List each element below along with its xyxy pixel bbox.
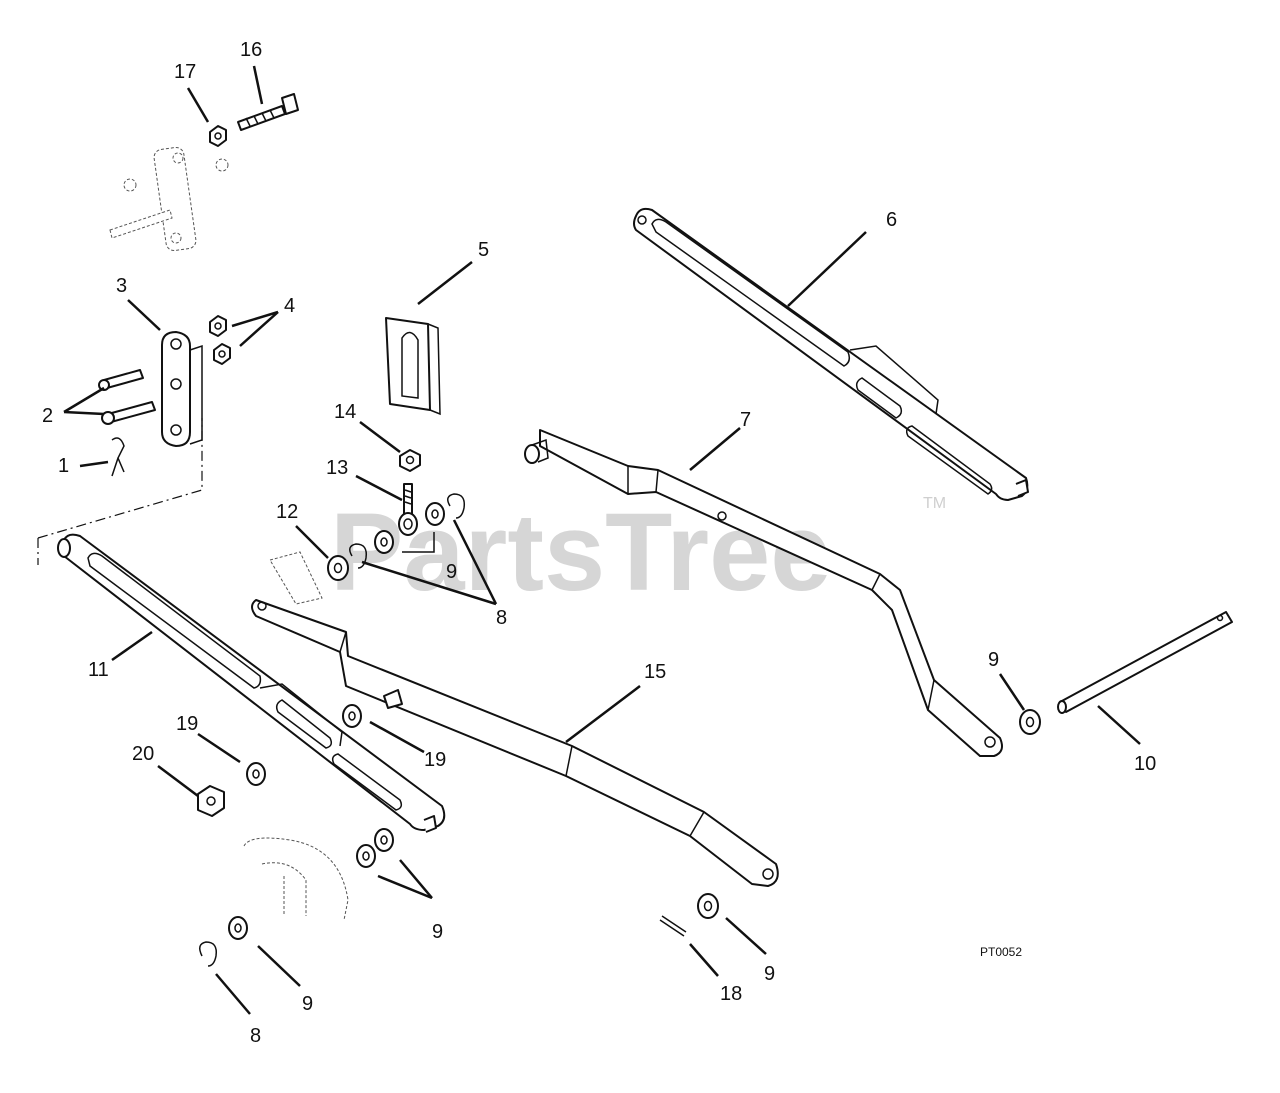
bolt-2-lower[interactable] <box>101 401 156 425</box>
slotted-block-5[interactable] <box>385 317 441 416</box>
callout-18: 18 <box>720 983 742 1005</box>
cotter-pin-18[interactable] <box>659 915 687 937</box>
callout-9-bottom-right: 9 <box>764 963 775 985</box>
pivot-bracket-faint <box>269 551 323 605</box>
callout-16: 16 <box>240 39 262 61</box>
callout-6: 6 <box>886 209 897 231</box>
callout-7: 7 <box>740 409 751 431</box>
bolt-16[interactable] <box>237 93 299 131</box>
callout-9-bottom: 9 <box>302 993 313 1015</box>
watermark-trademark: TM <box>923 495 946 512</box>
callout-9-upper: 9 <box>446 561 457 583</box>
callout-19-left: 19 <box>176 713 198 735</box>
rod-10[interactable] <box>1057 611 1233 714</box>
callout-5: 5 <box>478 239 489 261</box>
washer-19-mid[interactable] <box>342 704 362 728</box>
callout-8-upper: 8 <box>496 607 507 629</box>
nut-4-lower[interactable] <box>213 343 231 365</box>
washer-9-upper-b[interactable] <box>425 502 445 526</box>
lift-arm-7[interactable] <box>524 429 1003 757</box>
callout-20: 20 <box>132 743 154 765</box>
lift-link-11[interactable] <box>57 533 446 833</box>
callout-14: 14 <box>334 401 356 423</box>
snap-ring-8-bottom[interactable] <box>199 941 218 967</box>
bracket-plate-3[interactable] <box>161 331 203 447</box>
callout-2: 2 <box>42 405 53 427</box>
alignment-line <box>37 418 203 565</box>
washer-9-upper-a[interactable] <box>374 530 394 554</box>
bolt-2-upper[interactable] <box>98 369 144 391</box>
washer-9-right[interactable] <box>1019 709 1041 735</box>
washer-9-lower-a[interactable] <box>356 844 376 868</box>
snap-ring-8-mid[interactable] <box>349 543 368 569</box>
nut-14[interactable] <box>399 449 421 472</box>
callout-15: 15 <box>644 661 666 683</box>
callout-1: 1 <box>58 455 69 477</box>
nut-17[interactable] <box>209 125 227 147</box>
callout-12: 12 <box>276 501 298 523</box>
washer-19-left[interactable] <box>246 762 266 786</box>
lift-arm-15[interactable] <box>251 599 779 887</box>
callout-3: 3 <box>116 275 127 297</box>
callout-19-mid: 19 <box>424 749 446 771</box>
callout-17: 17 <box>174 61 196 83</box>
callout-9-mid-lower: 9 <box>432 921 443 943</box>
eyebolt-13[interactable] <box>398 483 418 536</box>
lift-link-6[interactable] <box>633 207 1029 501</box>
washer-12[interactable] <box>327 555 349 581</box>
washer-9-lower-b[interactable] <box>374 828 394 852</box>
callout-8-bottom: 8 <box>250 1025 261 1047</box>
hairpin-clip-1[interactable] <box>111 437 125 477</box>
leader-lines <box>63 65 1141 1015</box>
bracket-faint-lower <box>243 837 349 921</box>
washer-9-bottom[interactable] <box>228 916 248 940</box>
snap-ring-8-upper[interactable] <box>447 493 466 519</box>
callout-10: 10 <box>1134 753 1156 775</box>
callout-4: 4 <box>284 295 295 317</box>
drawing-code: PT0052 <box>980 945 1022 959</box>
upper-bracket-assembly[interactable] <box>109 146 229 252</box>
callout-13: 13 <box>326 457 348 479</box>
callout-labels: 17 16 3 4 2 1 5 14 13 12 9 8 6 7 9 10 11… <box>42 39 1156 1047</box>
washer-9-bottom-right[interactable] <box>697 893 719 919</box>
callout-9-right: 9 <box>988 649 999 671</box>
callout-11: 11 <box>88 659 109 681</box>
nut-20[interactable] <box>197 785 225 817</box>
nut-4-upper[interactable] <box>209 315 227 337</box>
